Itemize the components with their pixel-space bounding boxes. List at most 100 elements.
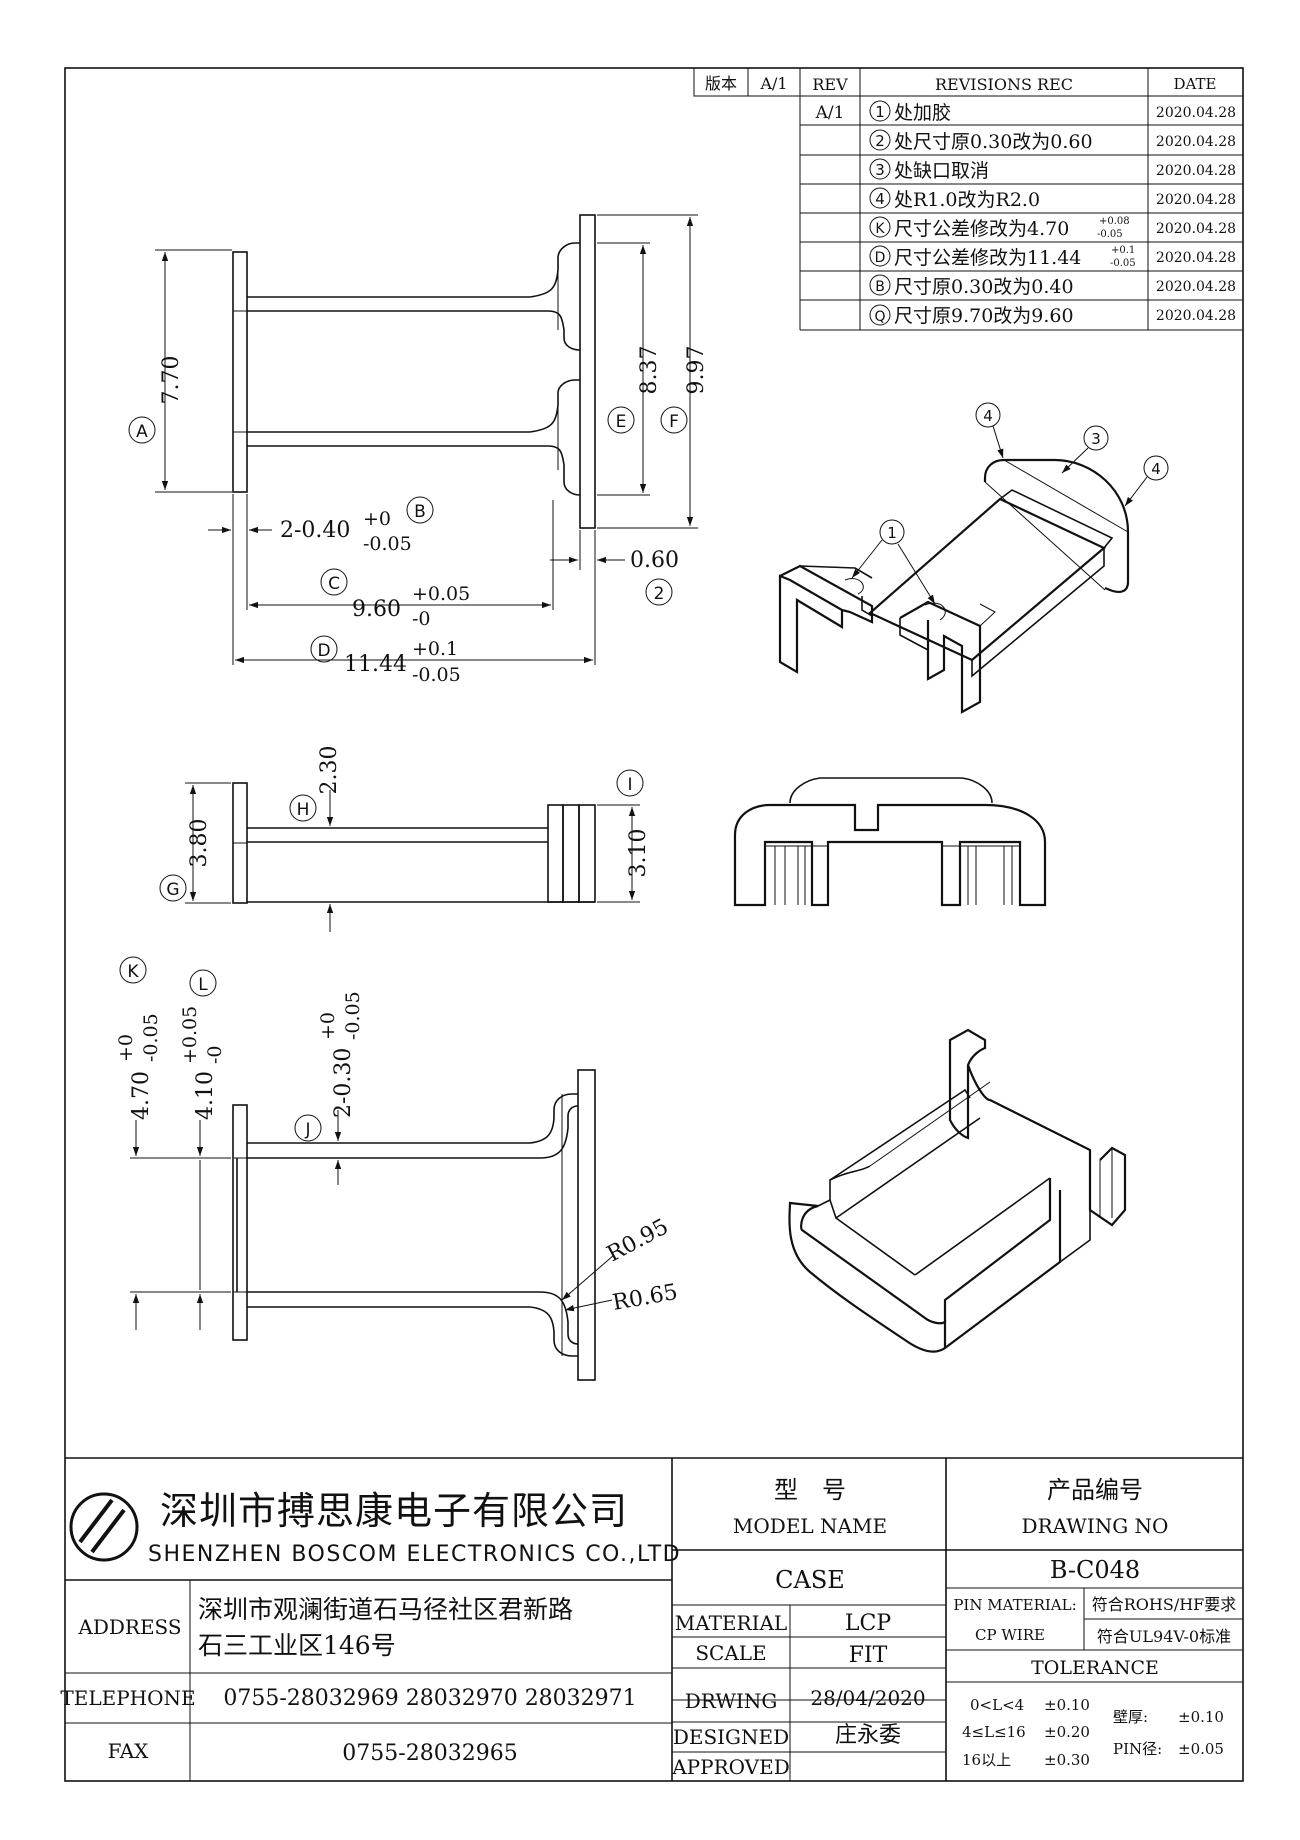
version-value: A/1 [759, 74, 787, 93]
wall-thickness-label: 壁厚: [1113, 1708, 1148, 1726]
revision-table: 版本 A/1 REV REVISIONS REC DATE A/1 1 处加胶 … [693, 67, 1244, 331]
iso-markers: 4 3 4 1 [851, 402, 1169, 605]
pin-material-label: PIN MATERIAL: [953, 1596, 1076, 1614]
svg-text:B: B [875, 279, 885, 295]
pin-diameter-value: ±0.05 [1178, 1740, 1224, 1758]
front-view [733, 777, 1047, 907]
svg-text:+0.1: +0.1 [1111, 245, 1135, 256]
dim-l-marker: L [198, 975, 208, 995]
revision-row-5: K 尺寸公差修改为4.70 +0.08 -0.05 2020.04.28 [869, 216, 1236, 240]
dim-d-tol-down: -0.05 [412, 664, 461, 686]
pin-material-value: CP WIRE [975, 1626, 1045, 1644]
dim-d-base: 11.44 [344, 652, 407, 677]
company-name-cn: 深圳市搏思康电子有限公司 [160, 1489, 628, 1533]
scale-value: FIT [849, 1643, 888, 1668]
dim-e-value: 8.37 [637, 346, 662, 395]
svg-text:Q: Q [874, 309, 885, 325]
dim-k-tol-down: -0.05 [140, 1013, 162, 1062]
dim-d-tol-up: +0.1 [412, 638, 458, 660]
revision-row-8: Q 尺寸原9.70改为9.60 2020.04.28 [869, 304, 1236, 327]
tol-value-1: ±0.10 [1044, 1696, 1090, 1714]
dim-k-marker: K [127, 962, 139, 982]
dim-j-tol-down: -0.05 [342, 991, 364, 1040]
company-name-en: SHENZHEN BOSCOM ELECTRONICS CO.,LTD [148, 1542, 681, 1567]
rohs-compliance: 符合ROHS/HF要求 [1092, 1595, 1237, 1614]
company-logo-icon [69, 1492, 139, 1562]
tol-value-3: ±0.30 [1044, 1751, 1090, 1769]
dim-f-value: 9.97 [684, 346, 709, 395]
revision-row-7: B 尺寸原0.30改为0.40 2020.04.28 [869, 274, 1236, 298]
iso-marker-4a: 4 [983, 407, 993, 425]
tol-value-2: ±0.20 [1044, 1723, 1090, 1741]
svg-text:1: 1 [875, 103, 885, 121]
svg-text:2020.04.28: 2020.04.28 [1156, 250, 1236, 266]
top-view-dimensions: 7.70 A 8.37 E 9.97 F 2-0.40 +0 -0.05 B 0… [128, 214, 709, 686]
model-name-en: MODEL NAME [733, 1514, 887, 1538]
iso-marker-1: 1 [887, 524, 897, 542]
revision-row-6: D 尺寸公差修改为11.44 +0.1 -0.05 2020.04.28 [869, 245, 1236, 269]
revision-row-1: 1 处加胶 2020.04.28 [869, 100, 1236, 124]
dim-f-marker: F [669, 412, 679, 432]
dim-c-base: 9.60 [352, 597, 401, 622]
dim-l-base: 4.10 [193, 1071, 218, 1120]
address-label: ADDRESS [77, 1615, 181, 1639]
drawing-no-cn: 产品编号 [1047, 1476, 1143, 1504]
dim-j-marker: J [304, 1120, 310, 1140]
dim-j-base: 2-0.30 [331, 1048, 356, 1118]
dim-a-marker: A [136, 422, 148, 442]
ul-compliance: 符合UL94V-0标准 [1097, 1627, 1231, 1646]
dim-h-marker: H [297, 800, 310, 820]
dim-0-60-value: 0.60 [630, 548, 679, 573]
dim-b-tol-down: -0.05 [363, 533, 412, 555]
rev-value: A/1 [815, 103, 845, 123]
dim-b-marker: B [414, 502, 426, 522]
designed-value: 庄永委 [835, 1723, 901, 1748]
svg-text:2020.04.28: 2020.04.28 [1156, 192, 1236, 208]
svg-text:2020.04.28: 2020.04.28 [1156, 163, 1236, 179]
dim-i-marker: I [627, 775, 632, 795]
svg-text:3: 3 [875, 161, 885, 179]
wall-thickness-value: ±0.10 [1178, 1708, 1224, 1726]
dim-0-60-marker: 2 [654, 584, 665, 604]
tolerance-label: TOLERANCE [1031, 1657, 1159, 1679]
version-label: 版本 [705, 74, 737, 93]
dim-c-marker: C [328, 574, 340, 594]
dim-b-tol-up: +0 [363, 508, 391, 530]
svg-text:-0.05: -0.05 [1110, 258, 1136, 269]
iso-marker-4b: 4 [1151, 460, 1161, 478]
dim-h-value: 2.30 [317, 746, 342, 795]
dim-i-value: 3.10 [626, 829, 651, 878]
dim-g-marker: G [166, 880, 179, 900]
svg-text:-0.05: -0.05 [1097, 229, 1123, 240]
dim-k-base: 4.70 [129, 1071, 154, 1120]
designed-label: DESIGNED [673, 1725, 789, 1749]
dim-j-tol-up: +0 [317, 1012, 339, 1040]
address-line-1: 深圳市观澜街道石马径社区君新路 [198, 1595, 573, 1624]
dim-l-tol-down: -0 [204, 1045, 226, 1064]
pin-diameter-label: PIN径: [1113, 1740, 1162, 1758]
iso-marker-3: 3 [1091, 430, 1101, 448]
sheet-border [64, 67, 1244, 1782]
svg-text:2020.04.28: 2020.04.28 [1156, 279, 1236, 295]
dim-k-tol-up: +0 [115, 1034, 137, 1062]
svg-text:尺寸原9.70改为9.60: 尺寸原9.70改为9.60 [894, 305, 1074, 327]
dim-b-base: 2-0.40 [280, 518, 350, 543]
revisions-rec-header: REVISIONS REC [935, 75, 1073, 94]
dim-d-marker: D [317, 641, 330, 661]
svg-text:尺寸公差修改为11.44: 尺寸公差修改为11.44 [894, 247, 1081, 269]
revision-row-3: 3 处缺口取消 2020.04.28 [869, 158, 1236, 182]
svg-text:2020.04.28: 2020.04.28 [1156, 308, 1236, 324]
side-view-dimensions: 3.80 G 2.30 H 3.10 I [159, 746, 651, 932]
dim-g-value: 3.80 [187, 819, 212, 868]
title-block: 深圳市搏思康电子有限公司 SHENZHEN BOSCOM ELECTRONICS… [60, 1457, 1243, 1781]
svg-text:处加胶: 处加胶 [894, 102, 951, 124]
model-name-cn: 型 号 [774, 1476, 846, 1504]
svg-text:2: 2 [875, 132, 885, 150]
fax-label: FAX [108, 1739, 150, 1763]
svg-text:+0.08: +0.08 [1099, 216, 1130, 227]
date-header: DATE [1174, 75, 1217, 93]
drawing-label: DRWING [685, 1689, 778, 1713]
rev-header: REV [812, 75, 848, 94]
svg-text:处R1.0改为R2.0: 处R1.0改为R2.0 [894, 189, 1040, 211]
bottom-view [232, 1069, 596, 1381]
